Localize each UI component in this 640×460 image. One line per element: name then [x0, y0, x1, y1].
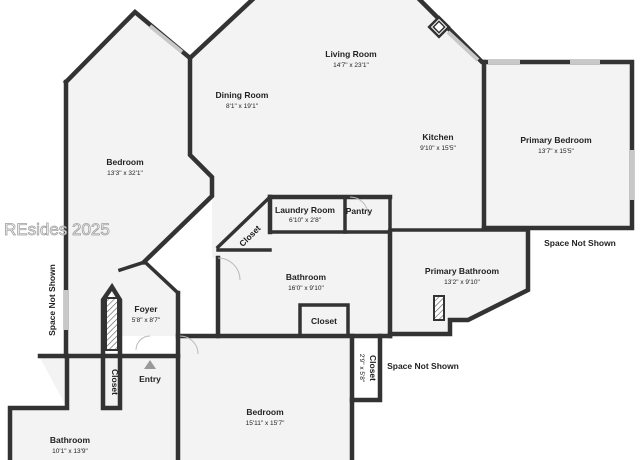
doors	[135, 196, 369, 355]
kitchen-size: 9'10" x 15'5"	[420, 145, 456, 152]
closet-center-name: Closet	[311, 316, 337, 326]
primary-bedroom-size: 13'7" x 15'5"	[538, 148, 574, 155]
living-room-name: Living Room	[325, 49, 377, 59]
dining-room-name: Dining Room	[216, 90, 269, 100]
closet-right-size: 2'9" x 5'8"	[358, 354, 365, 383]
bedroom-bottom-name: Bedroom	[246, 407, 284, 417]
foyer-name: Foyer	[134, 304, 158, 314]
primary-bedroom-name: Primary Bedroom	[520, 135, 592, 145]
bathroom-center-size: 16'0" x 9'10"	[288, 285, 324, 292]
utility-shaft-right	[433, 295, 445, 321]
laundry-room-size: 6'10" x 2'8"	[289, 217, 322, 224]
primary-bathroom-name: Primary Bathroom	[425, 266, 500, 276]
closet-right-name: Closet	[368, 355, 378, 381]
laundry-room-name: Laundry Room	[275, 205, 335, 215]
entry-arrow-icon	[144, 360, 156, 369]
entry-label: Entry	[139, 374, 161, 384]
living-room-size: 14'7" x 23'1"	[333, 62, 369, 69]
walls	[7, 0, 635, 460]
bedroom-left-name: Bedroom	[106, 157, 144, 167]
primary-bathroom-size: 13'2" x 9'10"	[444, 279, 480, 286]
bathroom-bottom-name: Bathroom	[50, 435, 91, 445]
watermark: REsides 2025	[4, 220, 110, 239]
bathroom-center-name: Bathroom	[286, 272, 327, 282]
dining-room-size: 8'1" x 19'1"	[226, 103, 259, 110]
bedroom-left-size: 13'3" x 32'1"	[107, 170, 143, 177]
closet-left-name: Closet	[110, 369, 120, 395]
utility-shaft-left	[105, 297, 119, 351]
bathroom-bottom-size: 10'1" x 13'9"	[52, 448, 88, 455]
pantry-name: Pantry	[346, 206, 373, 216]
foyer-size: 5'8" x 8'7"	[132, 317, 161, 324]
fireplace-icon	[427, 15, 451, 39]
bedroom-bottom-size: 15'11" x 15'7"	[246, 420, 285, 427]
space-not-shown-right-top: Space Not Shown	[544, 238, 616, 248]
kitchen-name: Kitchen	[422, 132, 453, 142]
space-not-shown-left: Space Not Shown	[47, 264, 57, 336]
windows	[64, 24, 634, 330]
space-not-shown-right-middle: Space Not Shown	[387, 361, 459, 371]
